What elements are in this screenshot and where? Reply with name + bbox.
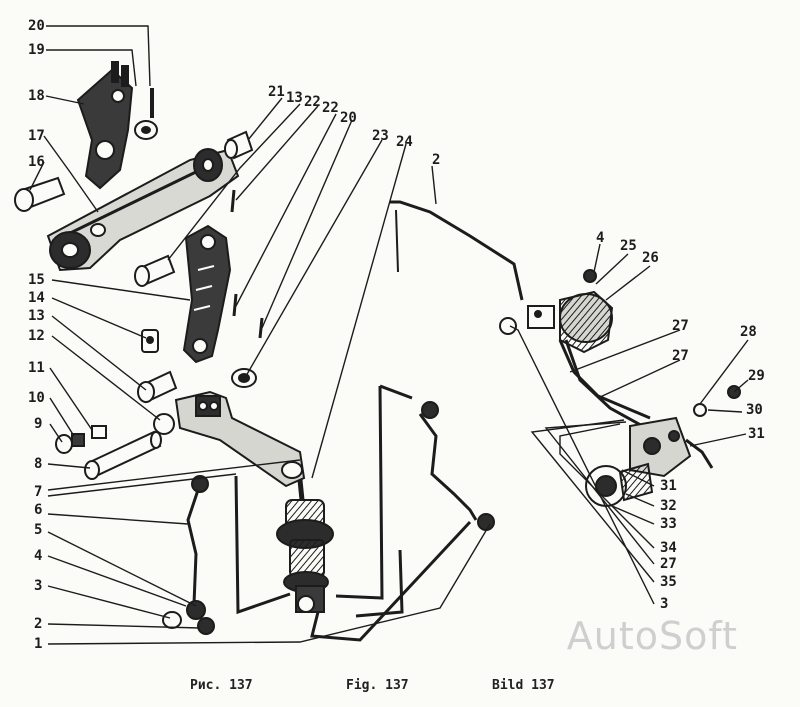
callout-13-b: 13 — [28, 308, 45, 324]
callout-15: 15 — [28, 272, 45, 288]
callout-labels: 20 19 18 17 16 21 13 22 22 20 23 24 2 4 … — [28, 18, 765, 652]
callout-7: 7 — [34, 484, 42, 500]
callout-12: 12 — [28, 328, 45, 344]
callout-27-a: 27 — [672, 318, 689, 334]
part-pressure-switch-26 — [499, 269, 614, 354]
callout-5: 5 — [34, 522, 42, 538]
callout-26: 26 — [642, 250, 659, 266]
callout-8: 8 — [34, 456, 42, 472]
callout-6: 6 — [34, 502, 42, 518]
callout-27-c: 27 — [660, 556, 677, 572]
callout-24: 24 — [396, 134, 413, 150]
callout-29: 29 — [748, 368, 765, 384]
part-bracket-18 — [76, 61, 134, 190]
part-lever-17 — [46, 148, 240, 272]
part-brake-pipes — [186, 200, 524, 642]
callout-32: 32 — [660, 498, 677, 514]
callout-34: 34 — [660, 540, 677, 556]
callout-9: 9 — [34, 416, 42, 432]
callout-31-a: 31 — [748, 426, 765, 442]
part-washer-20 — [231, 368, 257, 388]
part-wiring-27 — [558, 339, 714, 469]
callout-13-a: 13 — [286, 90, 303, 106]
part-link-15 — [182, 224, 232, 364]
part-pin-16 — [14, 176, 66, 212]
callout-20-b: 20 — [340, 110, 357, 126]
figure-captions: Рис. 137 Fig. 137 Bild 137 — [0, 678, 800, 700]
callout-21: 21 — [268, 84, 285, 100]
caption-russian: Рис. 137 — [190, 678, 253, 693]
callout-25: 25 — [620, 238, 637, 254]
part-master-cylinder-24 — [276, 479, 334, 613]
part-bolt-9-10-11 — [55, 425, 107, 454]
caption-german: Bild 137 — [492, 678, 555, 693]
callout-4-b: 4 — [34, 548, 42, 564]
callout-2-a: 2 — [432, 152, 440, 168]
part-bracket-12 — [153, 390, 306, 488]
part-bushing-21 — [224, 130, 254, 160]
callout-14: 14 — [28, 290, 45, 306]
callout-17: 17 — [28, 128, 45, 144]
callout-35: 35 — [660, 574, 677, 590]
part-clip-14 — [141, 329, 159, 353]
callout-30: 30 — [746, 402, 763, 418]
part-cotter-22 — [230, 189, 264, 339]
callout-22-b: 22 — [322, 100, 339, 116]
callout-3-b: 3 — [660, 596, 668, 612]
callout-23: 23 — [372, 128, 389, 144]
part-pin-13-upper — [134, 254, 176, 287]
caption-english: Fig. 137 — [346, 678, 409, 693]
part-bolt-20-top — [134, 88, 158, 140]
callout-33: 33 — [660, 516, 677, 532]
part-pin-13-lower — [137, 370, 178, 404]
callout-27-b: 27 — [672, 348, 689, 364]
callout-28: 28 — [740, 324, 757, 340]
callout-1: 1 — [34, 636, 42, 652]
part-fittings — [162, 401, 495, 635]
callout-16: 16 — [28, 154, 45, 170]
callout-11: 11 — [28, 360, 45, 376]
callout-18: 18 — [28, 88, 45, 104]
callout-10: 10 — [28, 390, 45, 406]
callout-3-a: 3 — [34, 578, 42, 594]
part-shaft-8 — [84, 430, 162, 480]
watermark: AutoSoft — [566, 614, 738, 658]
callout-2-b: 2 — [34, 616, 42, 632]
callout-31-b: 31 — [660, 478, 677, 494]
leader-lines — [29, 25, 749, 645]
callout-22-a: 22 — [304, 94, 321, 110]
callout-4-a: 4 — [596, 230, 604, 246]
callout-19: 19 — [28, 42, 45, 58]
callout-20-a: 20 — [28, 18, 45, 34]
